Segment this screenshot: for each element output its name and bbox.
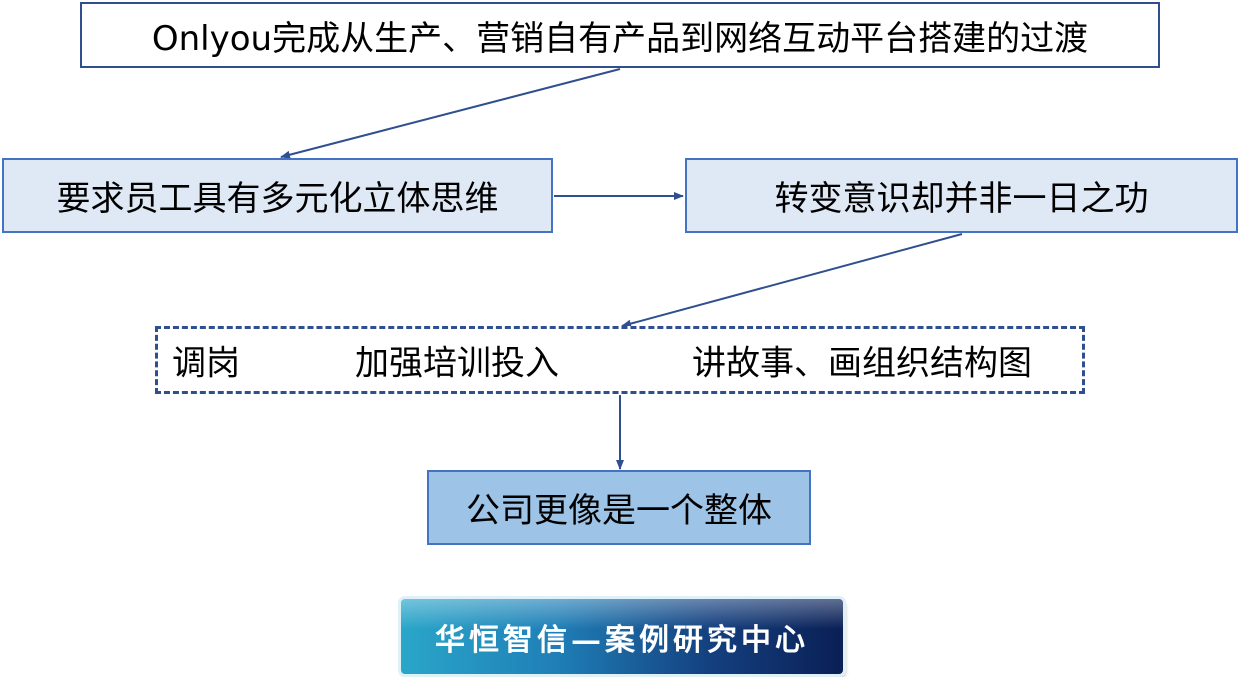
middle-item-storytelling: 讲故事、画组织结构图: [692, 343, 1032, 384]
left-node: 要求员工具有多元化立体思维: [2, 158, 553, 233]
right-node: 转变意识却并非一日之功: [685, 158, 1238, 233]
arrow-right-to-middle: [621, 233, 963, 328]
bottom-node: 公司更像是一个整体: [427, 470, 811, 545]
bottom-node-label: 公司更像是一个整体: [466, 491, 772, 531]
top-node: Onlyou完成从生产、营销自有产品到网络互动平台搭建的过渡: [80, 2, 1160, 68]
middle-node: 调岗 加强培训投入 讲故事、画组织结构图: [155, 326, 1085, 394]
middle-item-transfer: 调岗: [172, 343, 240, 384]
right-node-label: 转变意识却并非一日之功: [774, 179, 1149, 219]
top-node-label: Onlyou完成从生产、营销自有产品到网络互动平台搭建的过渡: [151, 18, 1089, 59]
arrow-top-to-left: [280, 68, 621, 159]
left-node-label: 要求员工具有多元化立体思维: [56, 179, 499, 219]
badge-label: 华恒智信—案例研究中心: [435, 622, 809, 658]
middle-item-training: 加强培训投入: [355, 343, 559, 384]
research-center-badge: 华恒智信—案例研究中心: [401, 599, 843, 674]
